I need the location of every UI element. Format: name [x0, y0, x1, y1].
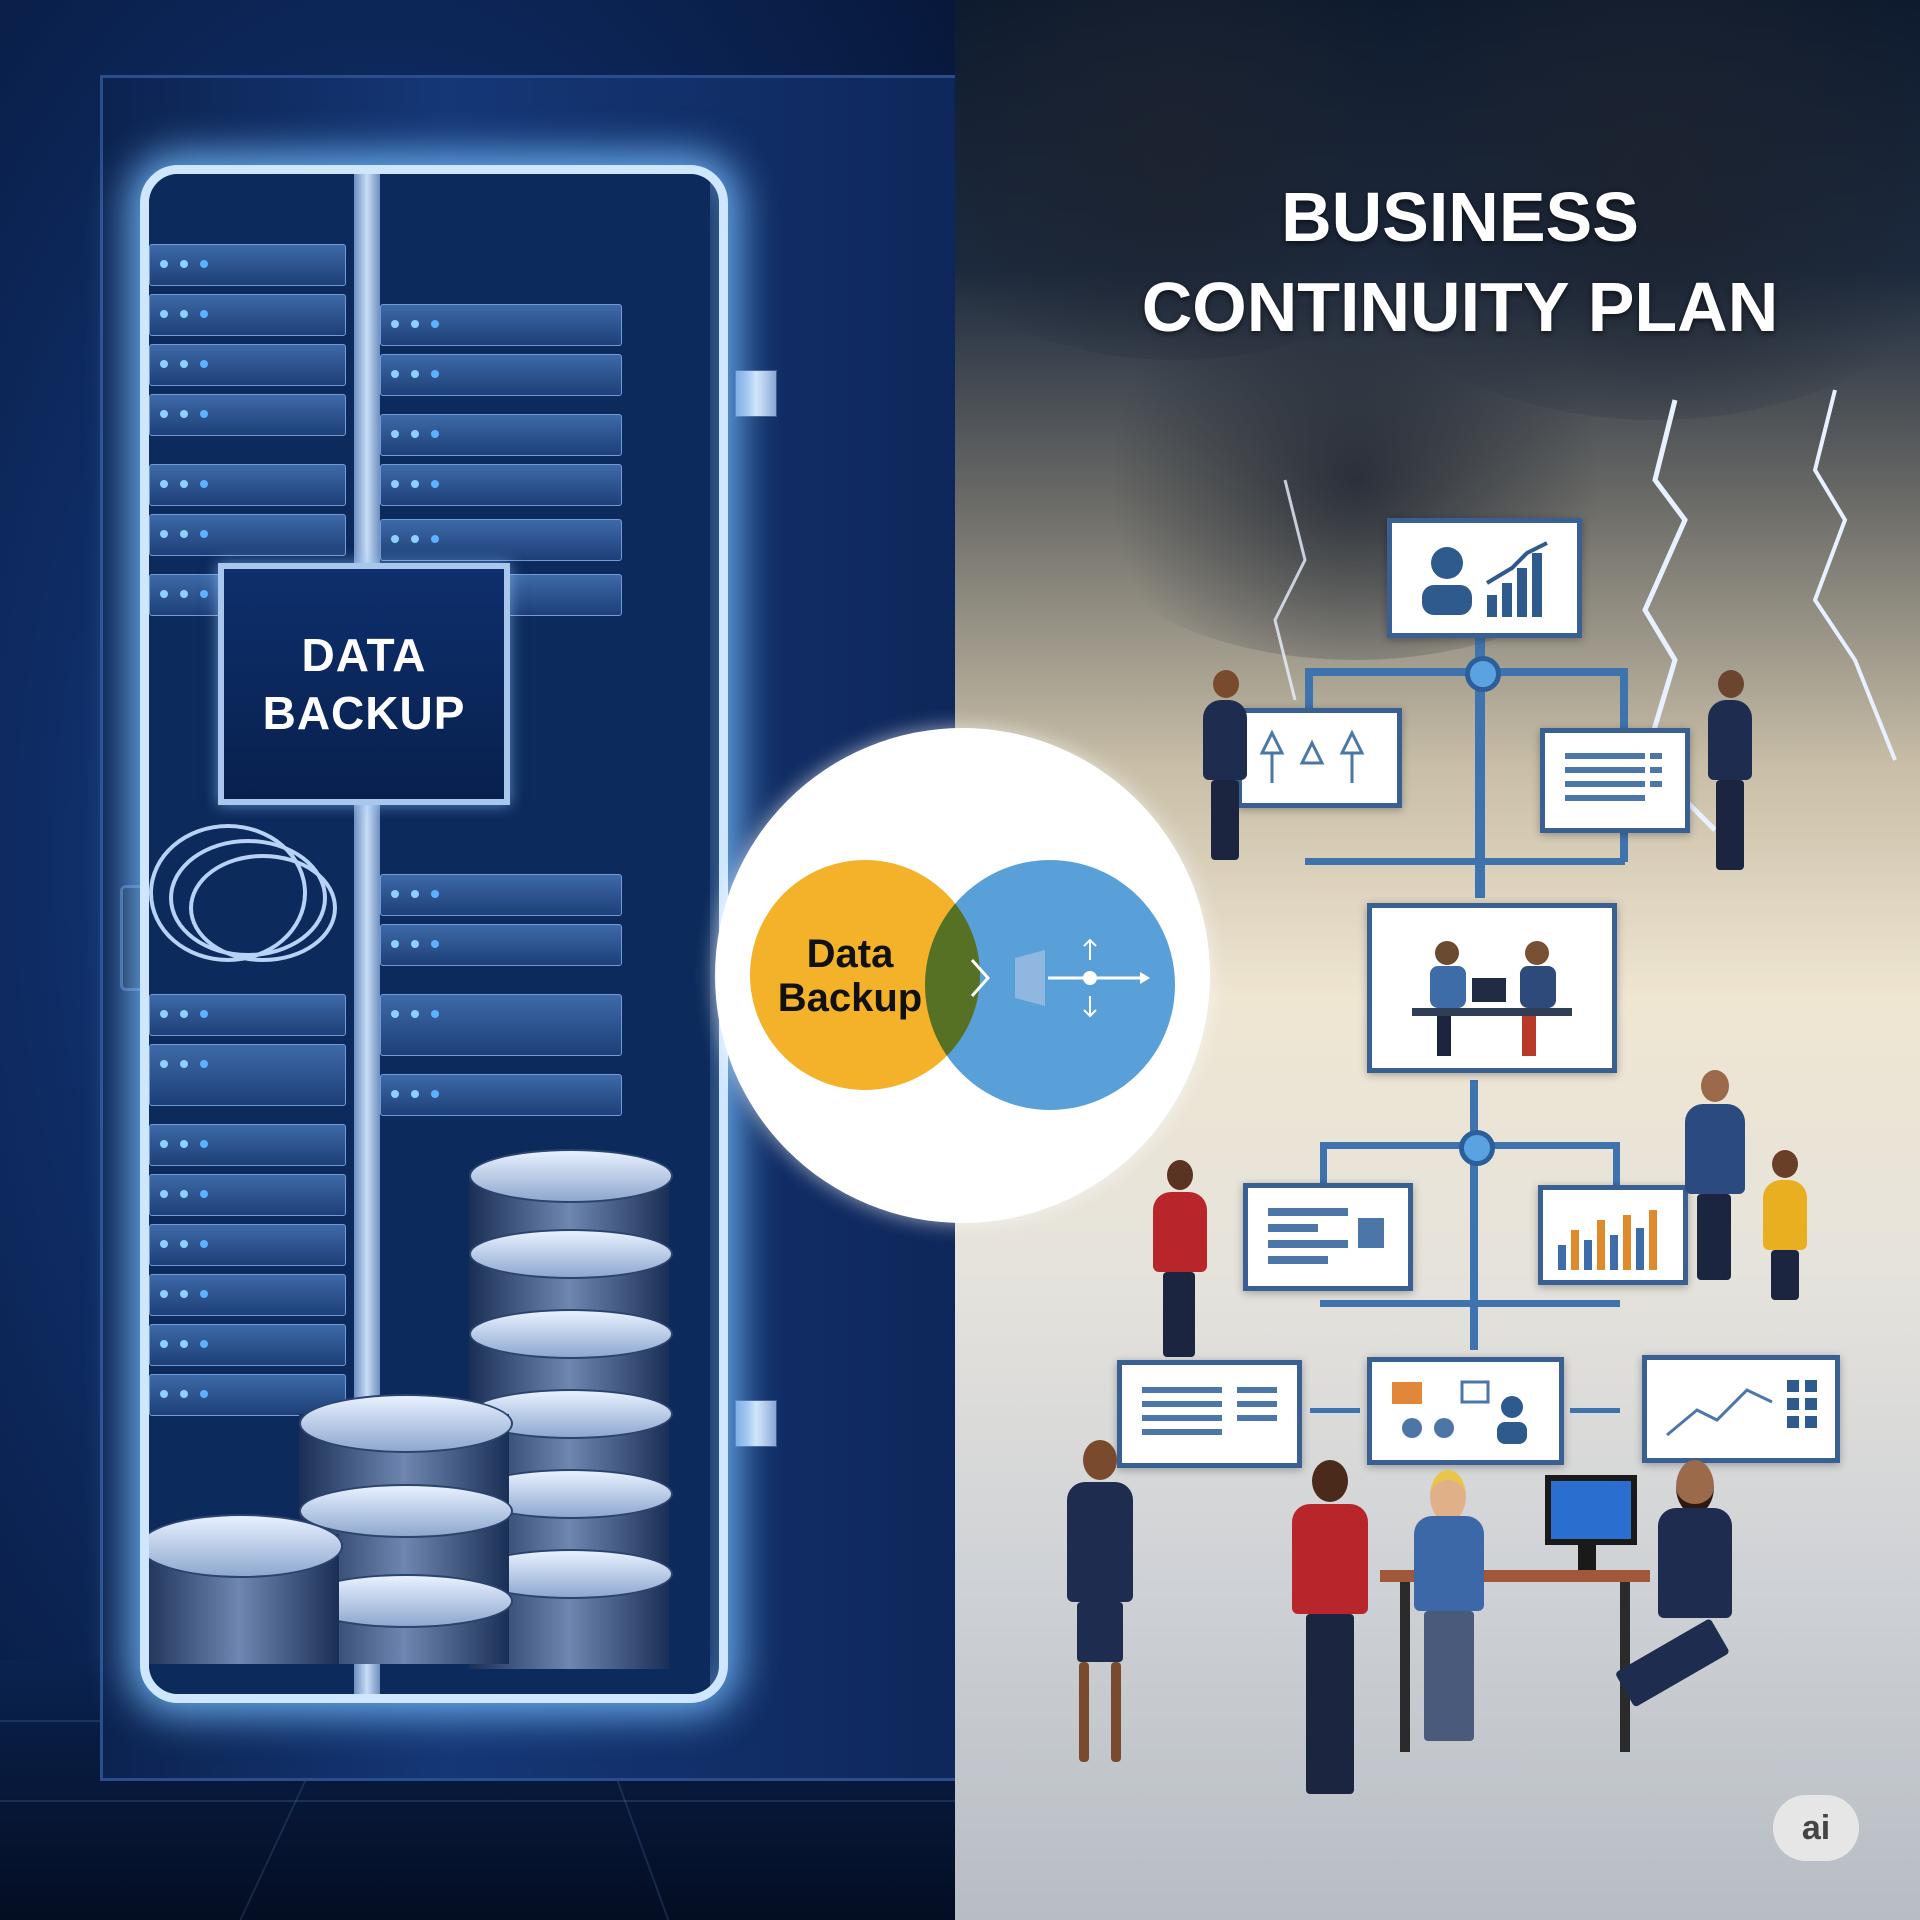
glowing-rack-frame: [140, 165, 728, 1703]
hinge: [735, 1400, 777, 1447]
card-meeting: [1367, 903, 1617, 1073]
page-title: BUSINESS CONTINUITY PLAN: [1030, 172, 1890, 352]
chart-connector: [1320, 1300, 1620, 1307]
chart-connector: [1320, 1142, 1327, 1192]
server-room-panel: DATA BACKUP: [0, 0, 955, 1920]
person-seated-beard: [1614, 1460, 1750, 1790]
person-with-laptop: [1055, 1440, 1145, 1780]
rack-unit: [380, 354, 622, 396]
rack-unit: [380, 519, 622, 561]
person-seated-blonde: [1400, 1470, 1500, 1770]
rack-unit: [149, 464, 346, 506]
data-backup-sign-text: DATA BACKUP: [262, 629, 466, 739]
person-chart-icon: [1422, 541, 1548, 617]
rack-unit: [149, 1124, 346, 1166]
title-line-2: CONTINUITY PLAN: [1141, 268, 1779, 346]
trend-chart-icon: [1666, 1380, 1817, 1437]
storage-disk: [299, 1484, 513, 1538]
chart-connector: [1470, 1080, 1478, 1350]
flowchart-icon: [1259, 729, 1365, 783]
data-backup-sign: DATA BACKUP: [218, 563, 510, 805]
venn-label: Data Backup: [777, 932, 923, 1020]
chart-connector: [1613, 1142, 1620, 1192]
desktop-monitor: [1545, 1475, 1637, 1545]
card-document: [1117, 1360, 1302, 1468]
chart-node: [1465, 656, 1501, 692]
rack-unit: [149, 394, 346, 436]
monitor-stand: [1578, 1545, 1596, 1570]
panel-icon: [1015, 950, 1045, 1006]
chart-connector: [1310, 1408, 1360, 1413]
card-report: [1540, 728, 1690, 833]
rack-unit: [380, 414, 622, 456]
rack-unit: [149, 294, 346, 336]
document-icon: [1142, 1387, 1277, 1435]
card-process: [1237, 708, 1402, 808]
lightning-bolt: [1273, 479, 1307, 701]
rack-unit: [149, 514, 346, 556]
arrows-icon: [1048, 938, 1150, 1018]
meeting-icon: [1412, 941, 1572, 1056]
card-bar-chart: [1538, 1185, 1688, 1285]
chart-node: [1459, 1130, 1495, 1166]
rack-unit: [380, 994, 622, 1056]
venn-circle-right: [925, 860, 1175, 1110]
rack-unit: [380, 1074, 622, 1116]
desk-leg: [1400, 1582, 1410, 1752]
venn-icons: [970, 938, 1150, 1018]
card-workflow: [1367, 1357, 1564, 1465]
person-standing-red: [1280, 1460, 1380, 1800]
ai-badge: ai: [1773, 1795, 1859, 1861]
person-yellow-jacket: [1755, 1150, 1815, 1350]
hinge: [735, 370, 777, 417]
rack-unit: [149, 244, 346, 286]
storage-disk: [469, 1229, 673, 1279]
cable-coil: [189, 854, 337, 962]
bar-chart-icon: [1558, 1210, 1657, 1270]
chevron-right-icon: [970, 959, 991, 997]
chart-connector: [1570, 1408, 1620, 1413]
rack-unit: [149, 1274, 346, 1316]
rack-unit: [149, 1044, 346, 1106]
card-leadership: [1387, 518, 1582, 638]
card-data-form: [1243, 1183, 1413, 1291]
floor-seam: [0, 1800, 955, 1802]
person-with-tablet: [1700, 670, 1760, 870]
storage-disk: [299, 1394, 513, 1453]
card-trend: [1642, 1355, 1840, 1463]
rack-unit: [149, 1224, 346, 1266]
lightning-bolt: [1812, 389, 1897, 761]
person-red-jacket: [1145, 1160, 1215, 1360]
workflow-icon: [1392, 1380, 1527, 1444]
chart-connector: [1620, 668, 1628, 728]
storage-disk: [149, 1514, 343, 1578]
person-presenter: [1195, 670, 1255, 870]
storage-disk: [469, 1149, 673, 1203]
rack-unit: [380, 464, 622, 506]
rack-unit: [149, 1324, 346, 1366]
person-blue-suit: [1675, 1070, 1755, 1280]
rack-unit: [149, 1174, 346, 1216]
chart-connector: [1305, 858, 1625, 865]
form-icon: [1268, 1208, 1384, 1264]
rack-unit: [380, 924, 622, 966]
rack-unit: [149, 994, 346, 1036]
title-line-1: BUSINESS: [1281, 178, 1639, 256]
storage-disk: [469, 1309, 673, 1359]
rack-unit: [380, 874, 622, 916]
list-icon: [1565, 753, 1662, 801]
chart-connector: [1475, 628, 1485, 898]
rack-unit: [149, 344, 346, 386]
rack-unit: [380, 304, 622, 346]
